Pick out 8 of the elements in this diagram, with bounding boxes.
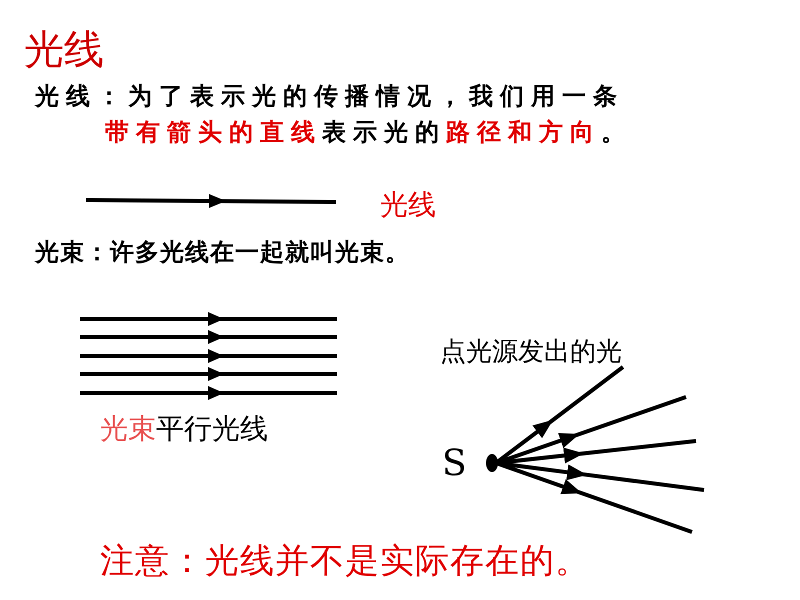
slide-title: 光线 (24, 26, 104, 75)
definition-text: 光束：许多光线在一起就叫光束。 (35, 237, 410, 268)
ray-label: 光线 (380, 187, 436, 223)
beam-caption: 光束平行光线 (100, 411, 268, 447)
source-caption: 点光源发出的光 (440, 336, 622, 369)
note-text: 注意：光线并不是实际存在的。 (100, 540, 590, 583)
point-label: S (442, 443, 467, 484)
definition-text: 光线：为了表示光的传播情况，我们用一条带有箭头的直线表示光的路径和方向。 (35, 81, 633, 148)
